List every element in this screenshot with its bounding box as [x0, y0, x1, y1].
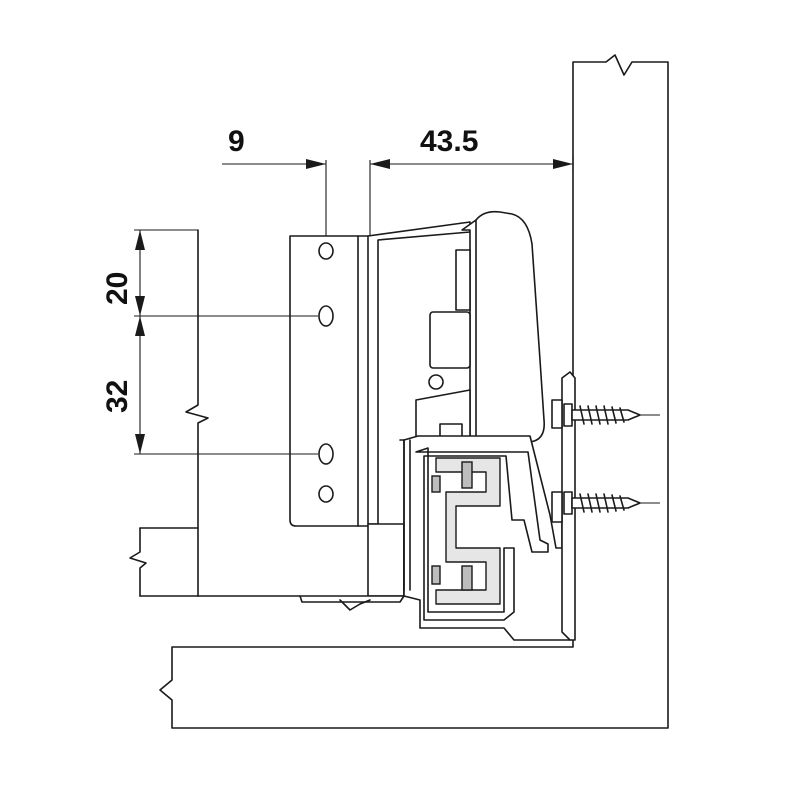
screw-upper: [563, 403, 660, 427]
mounting-hole: [318, 242, 334, 260]
runner-locking-unit: [415, 210, 546, 443]
drawer-body-outline: [129, 229, 301, 597]
dimension-label-20: 20: [101, 272, 134, 305]
dimension-label-43-5: 43.5: [420, 125, 478, 158]
dimension-horizontal: 9 43.5: [222, 125, 574, 236]
rear-bracket-plate: [289, 235, 373, 527]
runner-rail-profiles: [399, 435, 571, 641]
mounting-hole: [318, 485, 334, 503]
mounting-hole: [318, 305, 334, 327]
screw-lower: [563, 491, 660, 515]
dimension-vertical: 20 32: [101, 229, 318, 455]
cabinet-side-panel: [159, 54, 669, 729]
dimension-label-32: 32: [101, 380, 134, 413]
mounting-hole: [318, 443, 334, 465]
dimension-label-9: 9: [228, 125, 245, 158]
